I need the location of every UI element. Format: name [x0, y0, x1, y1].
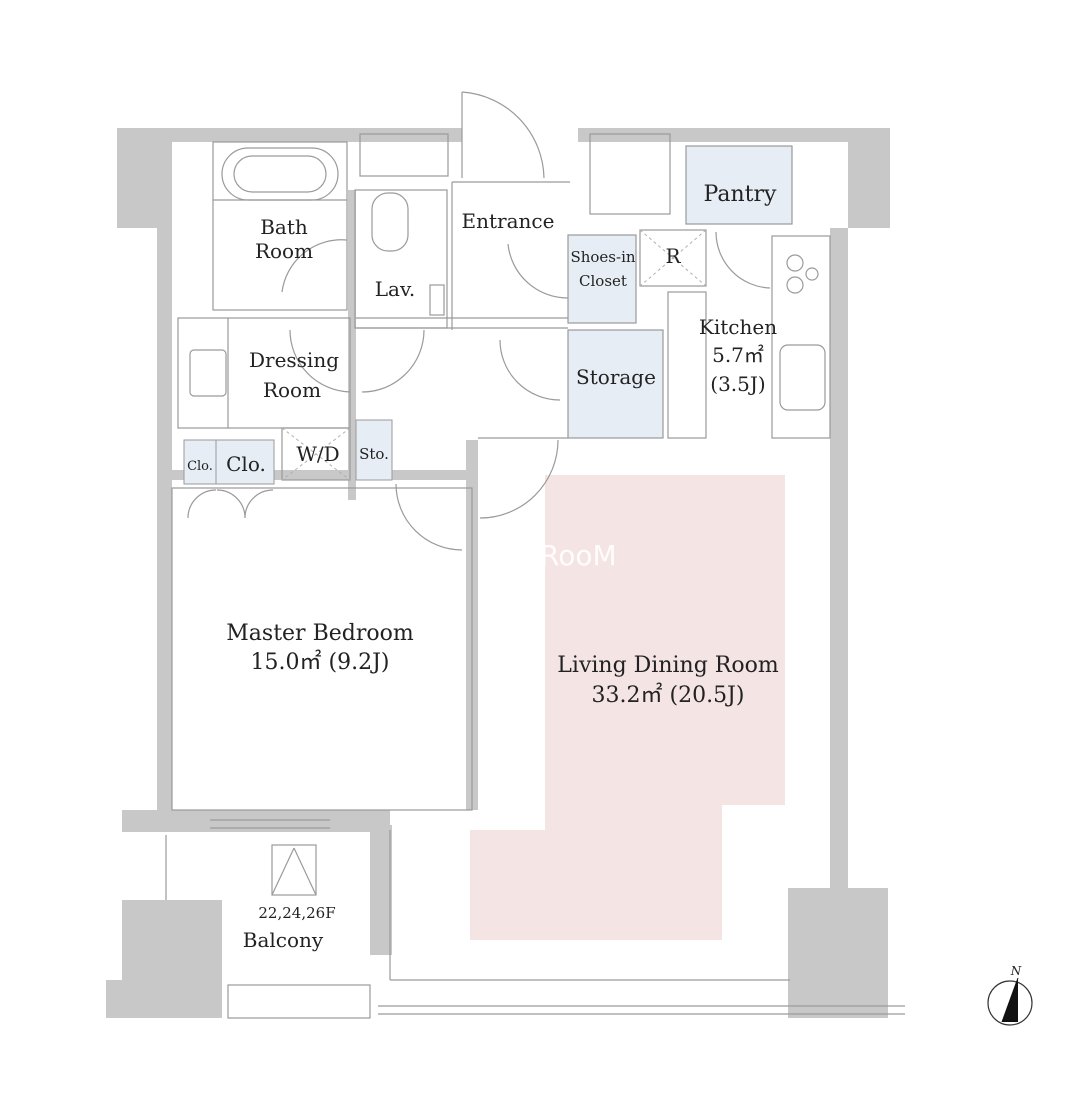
doors — [187, 91, 771, 551]
kitchen-label-3: (3.5J) — [710, 372, 765, 396]
interior-lines — [165, 133, 905, 1019]
closet-small-label: Clo. — [187, 459, 213, 474]
refrigerator-label: R — [665, 244, 681, 268]
living-room-label-1: Living Dining Room — [557, 653, 779, 678]
master-bedroom-label-2: 15.0㎡ (9.2J) — [251, 649, 390, 675]
shoes-closet-label-1: Shoes-in — [570, 248, 635, 266]
living-room-label-2: 33.2㎡ (20.5J) — [592, 682, 745, 708]
balcony-floors-label: 22,24,26F — [258, 904, 335, 922]
entrance-label: Entrance — [462, 209, 555, 233]
walls — [106, 128, 890, 1018]
balcony-label: Balcony — [243, 928, 324, 952]
kitchen-label-1: Kitchen — [699, 315, 777, 339]
storage-label: Storage — [576, 365, 656, 389]
kitchen-label-2: 5.7㎡ — [712, 343, 764, 367]
bath-room-label-2: Room — [255, 239, 313, 263]
watermark: RooM — [540, 539, 617, 572]
living-room-highlight — [470, 475, 785, 940]
dressing-room-label-1: Dressing — [249, 348, 339, 372]
bath-room-label-1: Bath — [260, 215, 308, 239]
washer-dryer-label: W/D — [296, 442, 339, 466]
shoes-closet-label-2: Closet — [579, 272, 627, 290]
master-bedroom-label-1: Master Bedroom — [226, 621, 414, 646]
room-labels: Bath Room Lav. Entrance Shoes-in Closet … — [187, 182, 779, 952]
storage-small-label: Sto. — [359, 445, 389, 463]
lavatory-label: Lav. — [375, 277, 416, 301]
dressing-room-label-2: Room — [263, 378, 321, 402]
compass-label: N — [1010, 964, 1022, 978]
pantry-label: Pantry — [704, 182, 777, 207]
closet-label: Clo. — [226, 452, 266, 476]
north-arrow-icon: N — [987, 964, 1033, 1026]
